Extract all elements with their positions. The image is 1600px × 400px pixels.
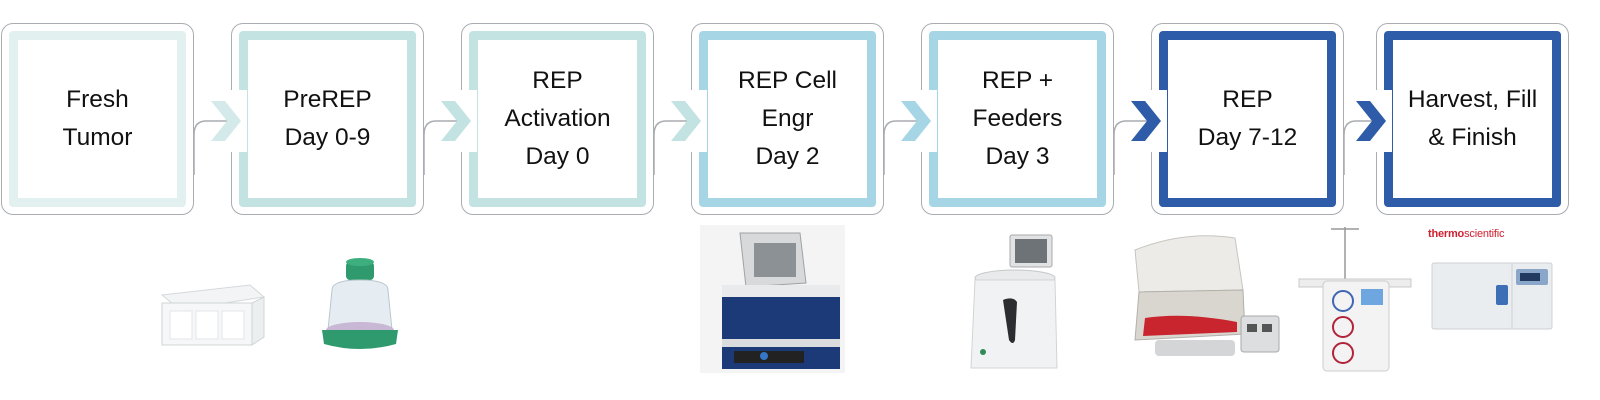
- step-label: PreREP Day 0-9: [232, 24, 423, 214]
- step-label-line: REP: [1222, 86, 1273, 113]
- step-frame: [239, 31, 416, 207]
- chevron-arrow-icon: [1131, 101, 1161, 141]
- logo-bold: thermo: [1428, 228, 1465, 240]
- g-rex-flask-image: [322, 258, 398, 349]
- step-label-line: Feeders: [972, 105, 1063, 132]
- step-label: Harvest, Fill & Finish: [1377, 24, 1568, 214]
- step-frame: [9, 31, 186, 207]
- step-label-line: Day 7-12: [1197, 124, 1298, 151]
- step-frame: [699, 31, 876, 207]
- step-label-line: PreREP: [283, 86, 372, 113]
- step-label-line: REP: [532, 67, 583, 94]
- logo-light: scientific: [1464, 228, 1505, 240]
- chevron-arrow-icon: [1356, 101, 1386, 141]
- step-label-line: Engr: [761, 105, 814, 132]
- step-label-line: REP +: [981, 67, 1054, 94]
- process-step: REP Day 7-12: [1151, 23, 1344, 215]
- step-label-line: Day 0-9: [284, 124, 371, 151]
- step-frame: [1384, 31, 1561, 207]
- step-label: REP Day 7-12: [1152, 24, 1343, 214]
- chevron-arrow-icon: [901, 101, 931, 141]
- step-frame: [1159, 31, 1336, 207]
- step-label-line: Harvest, Fill: [1407, 86, 1538, 113]
- lovo-cell-processor-image: [700, 225, 845, 373]
- process-step: PreREP Day 0-9: [231, 23, 424, 215]
- chevron-arrow-icon: [441, 101, 471, 141]
- arrow-layer: [211, 101, 1386, 141]
- step-label-line: & Finish: [1428, 124, 1517, 151]
- step-label-line: Fresh: [66, 86, 129, 113]
- step-label-line: Day 2: [755, 143, 820, 170]
- rocking-bioreactor-image: [1134, 235, 1280, 356]
- lovo-automated-system-image: [1298, 227, 1412, 372]
- step-label-line: Day 0: [525, 143, 590, 170]
- step-label-line: Day 3: [985, 143, 1050, 170]
- sepax-cell-processor-image: [970, 234, 1058, 369]
- step-label-line: Activation: [504, 105, 611, 132]
- step-label-line: Tumor: [62, 124, 133, 151]
- equipment-images: thermoscientific: [0, 225, 1600, 395]
- chevron-arrow-icon: [211, 101, 241, 141]
- cryofreezer-image: [1431, 262, 1553, 330]
- chevron-arrow-icon: [671, 101, 701, 141]
- cell-culture-plate-image: [160, 284, 266, 346]
- thermo-scientific-logo: thermoscientific: [1428, 228, 1504, 240]
- process-step: Harvest, Fill & Finish: [1376, 23, 1569, 215]
- step-frame: [469, 31, 646, 207]
- step-label-line: REP Cell: [738, 67, 837, 94]
